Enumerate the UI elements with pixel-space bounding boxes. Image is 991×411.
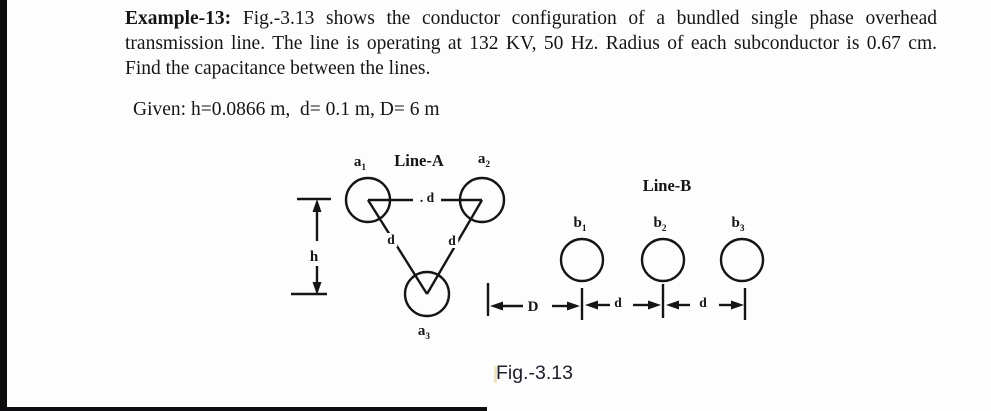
conductor-label-b3: b3 <box>731 215 745 234</box>
conductor-label-b1: b1 <box>573 215 587 234</box>
line-b-title: Line-B <box>642 176 692 195</box>
conductor-label-a1: a1 <box>353 154 367 173</box>
conductor-a2-base: a <box>477 151 486 167</box>
given-values: Given: h=0.0866 m, d= 0.1 m, D= 6 m <box>133 99 440 120</box>
conductor-b2-base: b <box>653 215 662 231</box>
conductor-a1-sub: 1 <box>361 163 367 173</box>
conductor-label-a3: a3 <box>417 323 431 342</box>
problem-line-3: Find the capacitance between the lines. <box>125 58 431 79</box>
scan-artifact-mark <box>494 366 497 383</box>
d-span1-label: d <box>612 295 624 310</box>
d1-arrowhead-left <box>585 300 598 310</box>
d-diag-left-label: d <box>385 232 397 247</box>
h-arrowhead-up <box>312 199 322 212</box>
D-dim-label: D <box>527 299 539 315</box>
problem-statement: Example-13: Fig.-3.13 shows the conducto… <box>125 6 937 81</box>
h-dim-label: h <box>309 249 319 265</box>
conductor-b1-base: b <box>573 215 582 231</box>
h-arrowhead-down <box>312 282 322 295</box>
conductor-b2-circle <box>640 237 686 283</box>
conductor-b3-circle <box>719 237 765 283</box>
conductor-b1-circle <box>559 237 605 283</box>
conductor-label-b2: b2 <box>653 215 667 234</box>
d1-arrowhead-right <box>648 300 661 310</box>
conductor-a2-sub: 2 <box>485 160 491 170</box>
d2-arrowhead-right <box>731 300 744 310</box>
scan-edge-bottom <box>0 407 487 411</box>
d2-arrowhead-left <box>666 300 679 310</box>
problem-line-2: transmission line. The line is operating… <box>125 33 937 54</box>
conductor-b2-sub: 2 <box>661 224 667 234</box>
problem-line-1: Example-13: Fig.-3.13 shows the conducto… <box>125 6 937 31</box>
d-top-label: . d <box>417 190 437 205</box>
conductor-b1-sub: 1 <box>581 224 587 234</box>
D-arrowhead-right <box>567 301 580 311</box>
example-label: Example-13: <box>125 8 232 29</box>
conductor-a3-sub: 3 <box>425 332 431 342</box>
d-span2-label: d <box>697 295 709 310</box>
line-a-title: Line-A <box>394 151 444 170</box>
problem-line-1-text: Fig.-3.13 shows the conductor configurat… <box>231 8 937 29</box>
figure-caption: Fig.-3.13 <box>496 362 573 384</box>
conductor-a3-base: a <box>417 323 426 339</box>
spacing-line-a1-a3 <box>366 199 429 295</box>
d-diag-right-label: d <box>446 233 458 248</box>
conductor-label-a2: a2 <box>477 151 491 170</box>
D-arrowhead-left <box>490 301 503 311</box>
scan-edge-left <box>0 0 7 411</box>
conductor-b3-base: b <box>731 215 740 231</box>
conductor-a1-base: a <box>353 154 362 170</box>
conductor-b3-sub: 3 <box>739 224 745 234</box>
